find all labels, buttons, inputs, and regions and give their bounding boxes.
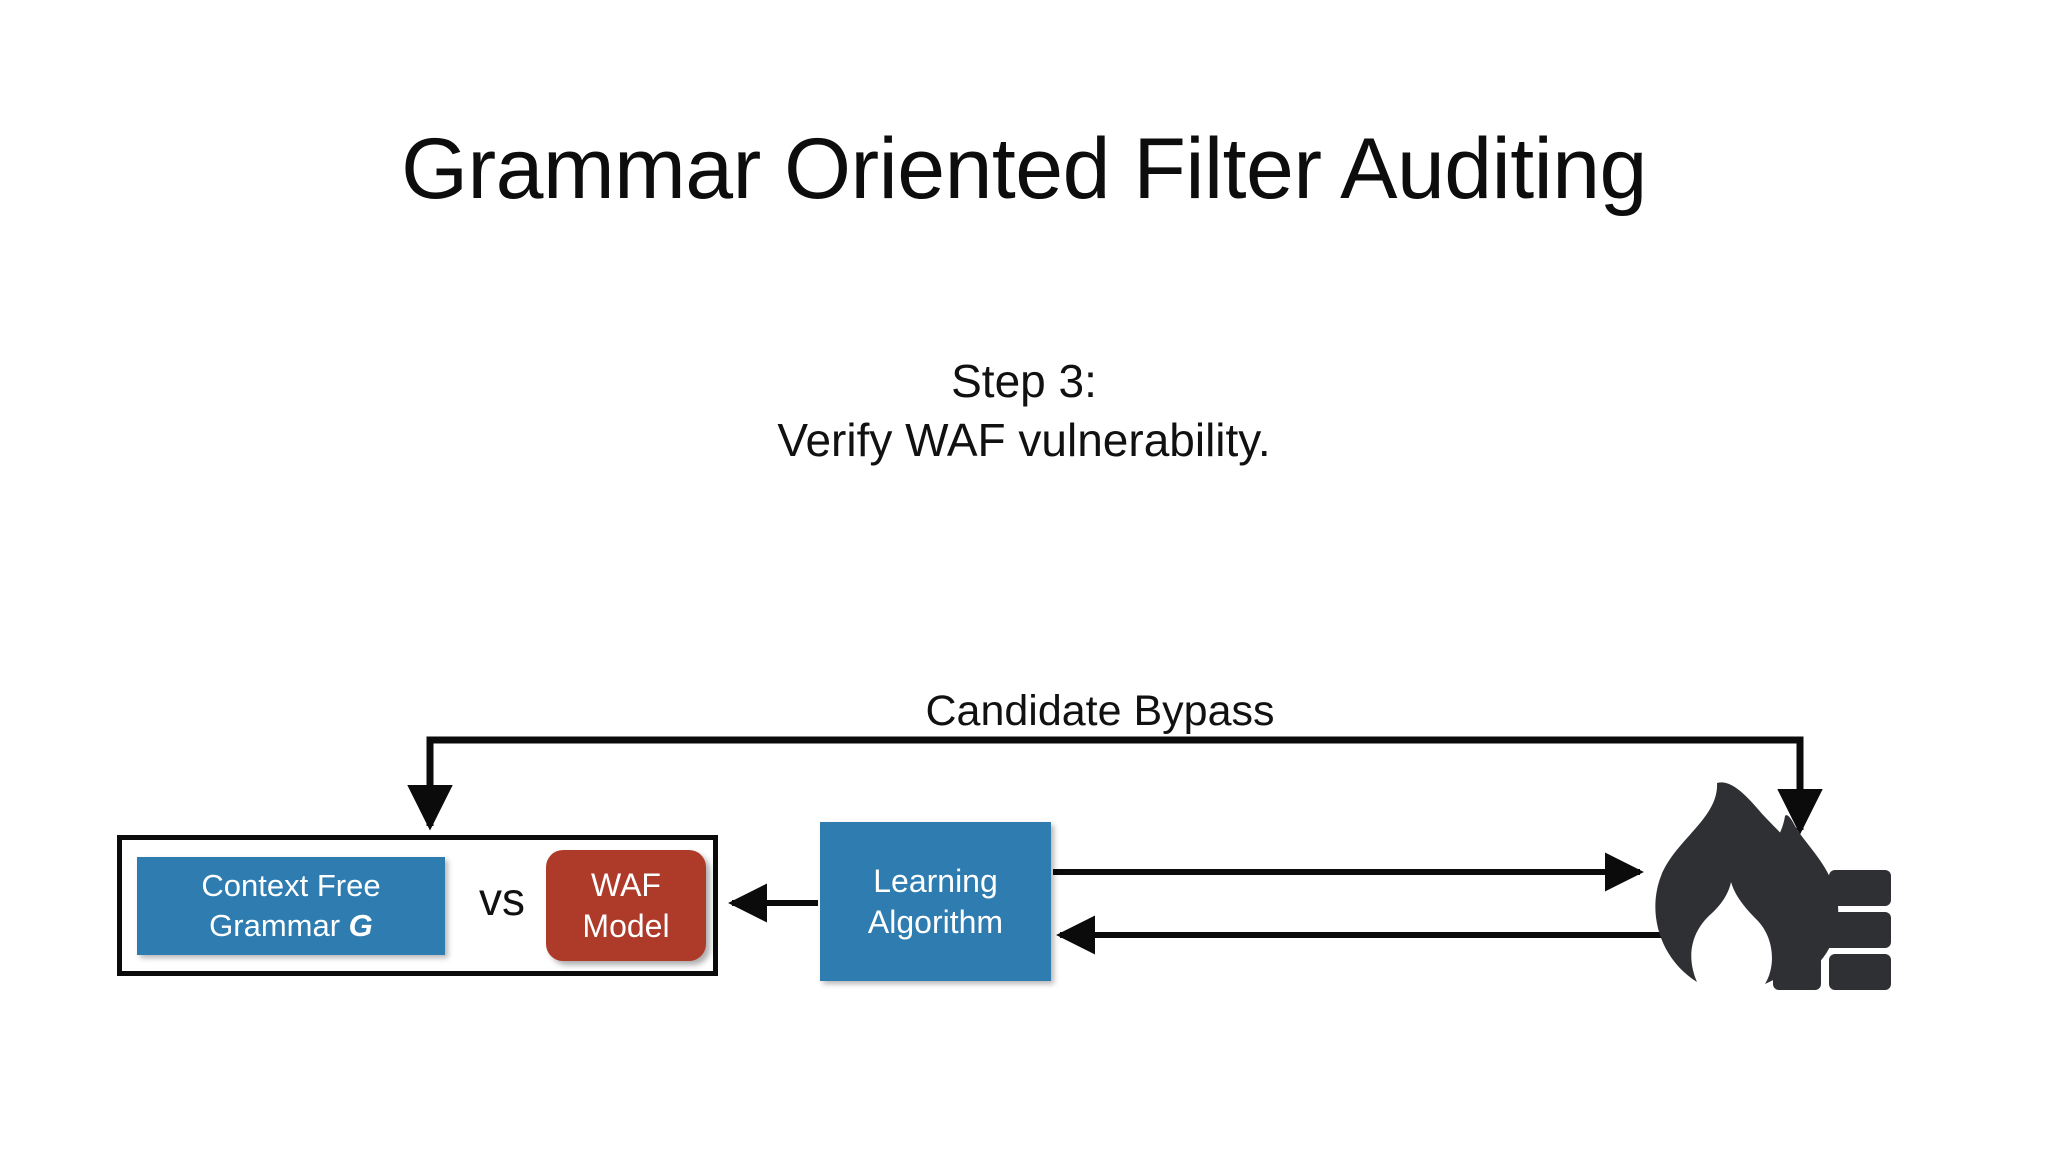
cfg-line-1: Context Free (201, 868, 381, 904)
brick-row2-wide (1777, 912, 1891, 948)
node-label: Context Free Grammar G (193, 866, 388, 945)
node-vs-label: vs (479, 873, 525, 925)
node-label: WAF Model (574, 865, 677, 947)
subtitle-line-1: Step 3: (951, 355, 1097, 407)
brick-row1-left (1773, 870, 1821, 906)
node-label: Learning Algorithm (860, 861, 1011, 943)
learning-algorithm-line-1: Learning (873, 862, 998, 899)
cfg-line-2: Grammar (209, 908, 349, 943)
waf-model-line-2: Model (582, 907, 670, 944)
learning-algorithm-line-2: Algorithm (867, 903, 1004, 940)
node-context-free-grammar[interactable]: Context Free Grammar G (137, 857, 445, 955)
edge-label-candidate-bypass: Candidate Bypass (925, 687, 1275, 735)
flame-large-path (1655, 782, 1817, 984)
subtitle-line-2: Verify WAF vulnerability. (777, 413, 1271, 466)
edge-candidate-bypass (407, 736, 1823, 835)
waf-model-line-1: WAF (591, 866, 661, 903)
node-learning-algorithm[interactable]: Learning Algorithm (820, 822, 1051, 981)
brick-row3-right (1829, 954, 1891, 990)
page-title: Grammar Oriented Filter Auditing (401, 121, 1647, 217)
subtitle: Step 3: Verify WAF vulnerability. (0, 352, 2048, 470)
brick-row3-left (1773, 954, 1821, 990)
node-waf-model[interactable]: WAF Model (546, 850, 706, 961)
cfg-grammar-symbol: G (348, 908, 373, 943)
firewall-flame-brick-icon (1645, 778, 1895, 1000)
brick-row1-right (1829, 870, 1891, 906)
firewall-icon-svg (1655, 782, 1891, 990)
